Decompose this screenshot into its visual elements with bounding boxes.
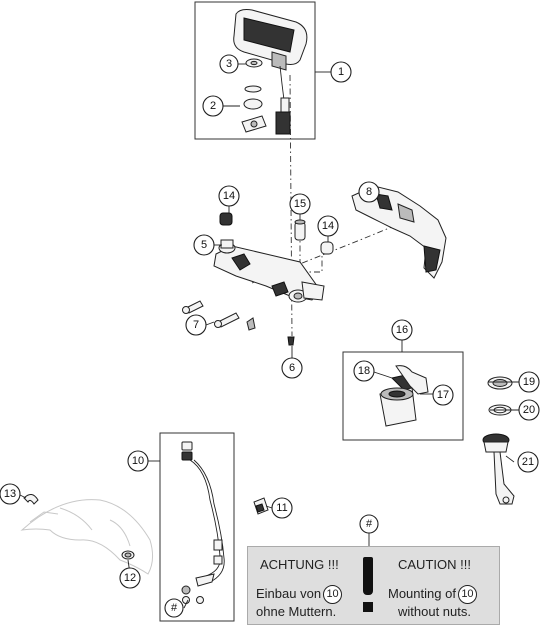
leader-lines bbox=[17, 63, 519, 609]
ignition-lock-part bbox=[379, 365, 429, 427]
callout-7-label: 7 bbox=[193, 319, 199, 331]
callout-7: 7 bbox=[185, 314, 207, 336]
callout-2: 2 bbox=[202, 95, 224, 117]
callout-18: 18 bbox=[353, 360, 375, 382]
callout-19-label: 19 bbox=[523, 376, 535, 388]
screw-small-part bbox=[246, 317, 295, 346]
callout-1: 1 bbox=[330, 61, 352, 83]
callout-3-label: 3 bbox=[226, 58, 232, 70]
notice-title-de: ACHTUNG !!! bbox=[260, 557, 339, 572]
callout-13: 13 bbox=[0, 483, 21, 505]
callout-17: 17 bbox=[432, 384, 454, 406]
holder-bracket-part bbox=[351, 185, 447, 279]
callout-hash-notice: # bbox=[359, 514, 379, 534]
callout-11: 11 bbox=[271, 497, 293, 519]
callout-17-label: 17 bbox=[437, 389, 449, 401]
notice-text-de-line2: ohne Muttern. bbox=[256, 604, 337, 619]
small-clip-part bbox=[23, 494, 39, 505]
grommet-alignment-line bbox=[299, 232, 323, 273]
rubber-grommet-part bbox=[218, 212, 236, 254]
callout-3: 3 bbox=[219, 54, 239, 74]
callout-10-label: 10 bbox=[132, 455, 144, 467]
seal-kit-part bbox=[241, 85, 267, 133]
ignition-group-frame bbox=[342, 351, 464, 441]
cap-with-strap-part bbox=[482, 433, 515, 505]
clip-part bbox=[253, 497, 269, 515]
callout-5: 5 bbox=[193, 234, 215, 256]
callout-6-label: 6 bbox=[289, 362, 295, 374]
notice-text-en-line2: without nuts. bbox=[398, 604, 471, 619]
dashboard-display-part bbox=[233, 9, 308, 135]
notice-ref-de: 10 bbox=[323, 585, 343, 605]
callout-18-label: 18 bbox=[358, 365, 370, 377]
spacer-sleeve-part bbox=[121, 550, 135, 560]
callout-5-label: 5 bbox=[201, 239, 207, 251]
callout-8-label: 8 bbox=[366, 186, 372, 198]
callout-10: 10 bbox=[127, 450, 149, 472]
callout-20: 20 bbox=[518, 399, 540, 421]
notice-ref-en: 10 bbox=[457, 585, 477, 605]
rubber-grommet-part bbox=[320, 241, 334, 255]
callout-hash-harness: # bbox=[164, 598, 184, 618]
callout-hash-notice-label: # bbox=[366, 518, 373, 530]
callout-14-left: 14 bbox=[218, 185, 240, 207]
callout-12: 12 bbox=[119, 567, 141, 589]
callout-6: 6 bbox=[281, 357, 303, 379]
callout-14-left-label: 14 bbox=[223, 190, 235, 202]
notice-de-line1-text: Einbau von bbox=[256, 586, 322, 601]
callout-14-right-label: 14 bbox=[322, 220, 334, 232]
mounting-bracket-part bbox=[213, 245, 325, 303]
callout-16: 16 bbox=[391, 319, 413, 341]
callout-15-label: 15 bbox=[294, 198, 306, 210]
callout-21: 21 bbox=[517, 451, 539, 473]
callout-11-label: 11 bbox=[276, 502, 287, 514]
callout-13-label: 13 bbox=[4, 488, 16, 500]
callout-15: 15 bbox=[289, 193, 311, 215]
notice-en-line1-text: Mounting of bbox=[388, 586, 456, 601]
washer-part bbox=[245, 58, 263, 68]
dashboard-group-frame bbox=[194, 1, 316, 140]
callout-1-label: 1 bbox=[338, 66, 344, 78]
ring-part bbox=[487, 376, 513, 390]
callout-8: 8 bbox=[358, 181, 380, 203]
callout-16-label: 16 bbox=[396, 324, 408, 336]
callout-hash-harness-label: # bbox=[171, 602, 178, 614]
screw-part bbox=[182, 300, 240, 328]
callout-14-right: 14 bbox=[317, 215, 339, 237]
harness-group-frame bbox=[159, 432, 235, 622]
callout-21-label: 21 bbox=[522, 456, 534, 468]
callout-2-label: 2 bbox=[210, 100, 216, 112]
ghost-front-fender bbox=[20, 499, 154, 575]
notice-title-en: CAUTION !!! bbox=[398, 557, 471, 572]
callout-20-label: 20 bbox=[523, 404, 535, 416]
exclamation-icon bbox=[361, 557, 375, 615]
callout-12-label: 12 bbox=[124, 572, 136, 584]
wiring-harness-part bbox=[181, 441, 225, 604]
sleeve-part bbox=[294, 219, 306, 241]
callout-19: 19 bbox=[518, 371, 540, 393]
